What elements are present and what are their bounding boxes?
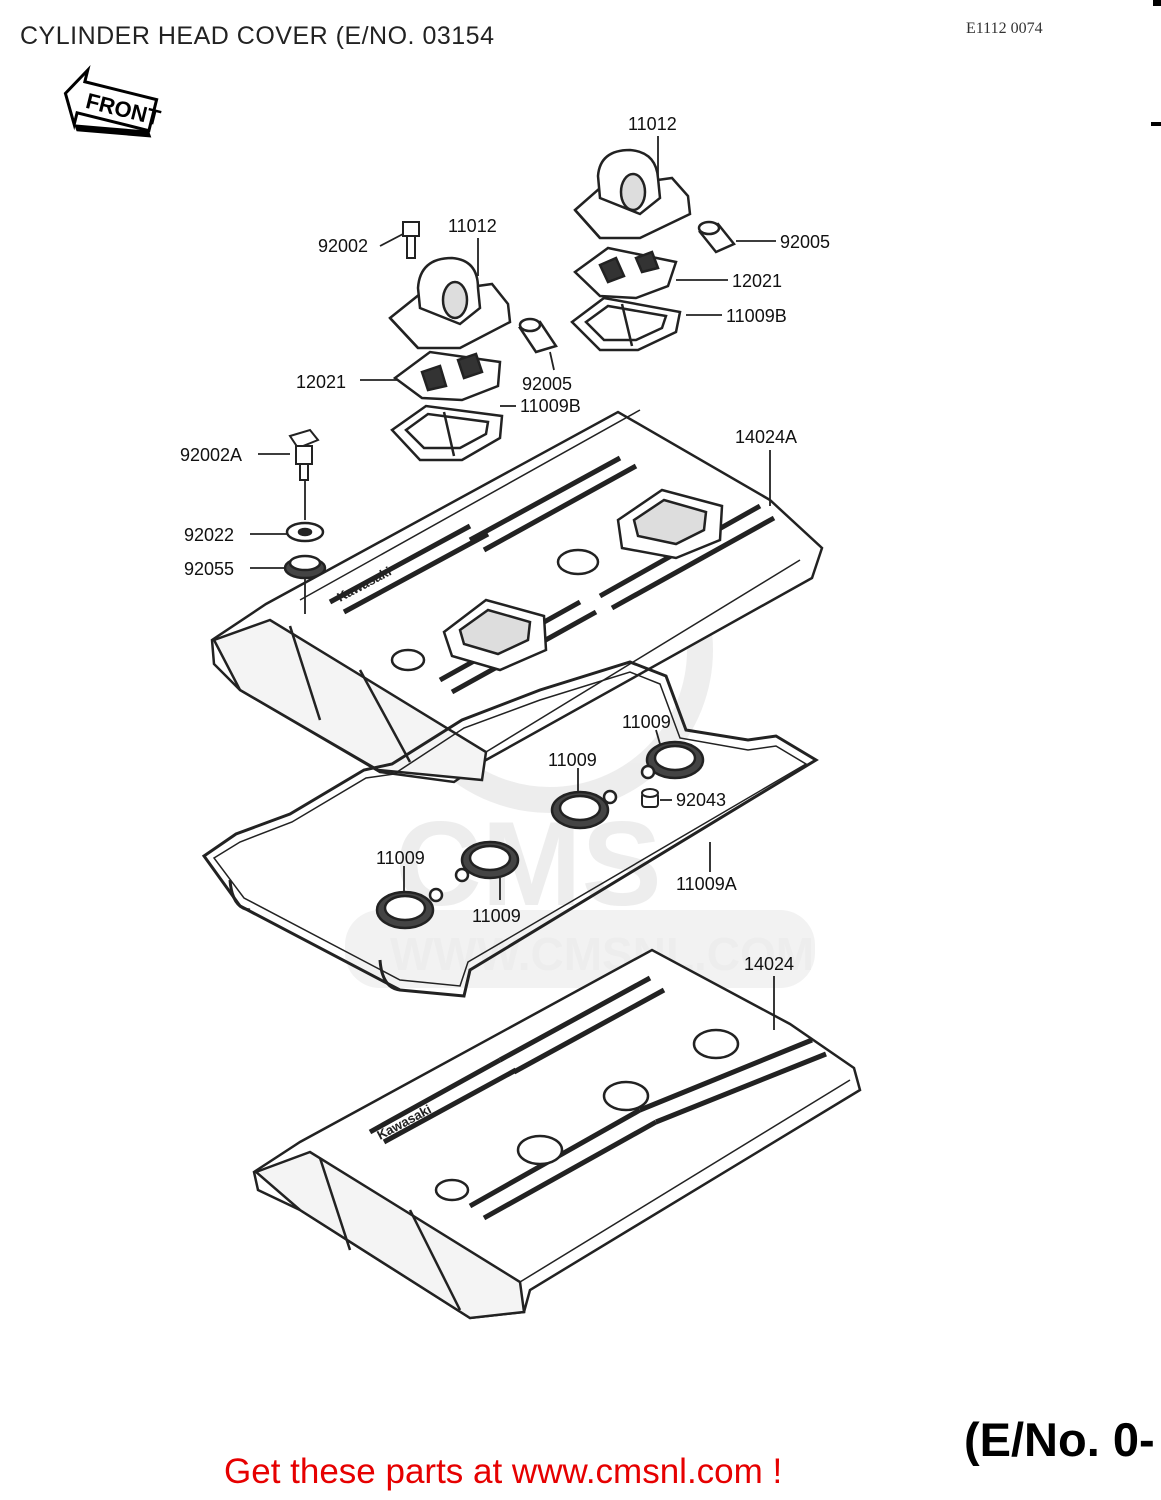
callout-12021-left: 12021: [296, 372, 346, 392]
edge-mark-top: [1153, 0, 1161, 6]
callout-11009-b: 11009: [548, 750, 597, 770]
plug-92043: [641, 788, 659, 808]
watermark-logo-text: CMS: [395, 797, 662, 931]
callout-11009B-left: 11009B: [520, 396, 581, 416]
callout-11012-top: 11012: [628, 114, 677, 134]
leader-lines: [250, 136, 776, 1030]
callout-11009-a: 11009: [622, 712, 671, 732]
diagram-ref-code: E1112 0074: [966, 20, 1043, 37]
callout-12021-right: 12021: [732, 271, 782, 291]
reed-plate-right: [573, 246, 678, 300]
callout-11009-c: 11009: [376, 848, 425, 868]
callout-11009B-right: 11009B: [726, 306, 787, 326]
callout-11012-left: 11012: [448, 216, 497, 236]
gasket-right: [570, 296, 682, 352]
front-arrow-badge: FRONT: [63, 64, 163, 138]
gasket-left: [390, 404, 504, 462]
oring-11009-c: [375, 887, 444, 930]
reed-plate-left: [392, 350, 502, 402]
callout-14024: 14024: [744, 954, 794, 974]
callout-92002A: 92002A: [180, 445, 242, 465]
oring-11009-d: [454, 840, 520, 883]
callout-92005-top: 92005: [780, 232, 830, 252]
callout-labels: 11012 11012 92002 92005 12021 11009B 920…: [180, 114, 830, 974]
plug-left: [518, 317, 558, 354]
bolt-92002A: [288, 428, 320, 481]
bolt-92002: [402, 221, 420, 259]
breather-cover-right: [573, 148, 692, 240]
callout-92005-mid: 92005: [522, 374, 572, 394]
watermark-url-text: WWW.CMSNL.COM: [390, 928, 814, 980]
page-title: CYLINDER HEAD COVER (E/NO. 03154: [20, 22, 495, 50]
edge-mark-middle: [1151, 122, 1161, 126]
promo-link[interactable]: Get these parts at www.cmsnl.com !: [224, 1452, 783, 1491]
oring-11009-a: [640, 740, 705, 780]
plug-right: [697, 220, 736, 254]
oring-11009-b: [550, 789, 618, 830]
callout-14024A: 14024A: [735, 427, 797, 447]
head-cover-14024A: Kawasaki: [210, 409, 824, 784]
washer-92022: [285, 521, 325, 543]
callout-92022: 92022: [184, 525, 234, 545]
callout-11009A: 11009A: [676, 874, 737, 894]
callout-92055: 92055: [184, 559, 234, 579]
head-cover-14024: Kawasaki: [252, 948, 862, 1320]
engine-number-label: (E/No. 0-: [964, 1413, 1155, 1466]
callout-92002: 92002: [318, 236, 368, 256]
callout-92043: 92043: [676, 790, 726, 810]
cover-gasket-11009A: [201, 660, 819, 998]
callout-11009-d: 11009: [472, 906, 521, 926]
breather-cover-left: [388, 256, 512, 350]
grommet-92055: [283, 554, 327, 580]
